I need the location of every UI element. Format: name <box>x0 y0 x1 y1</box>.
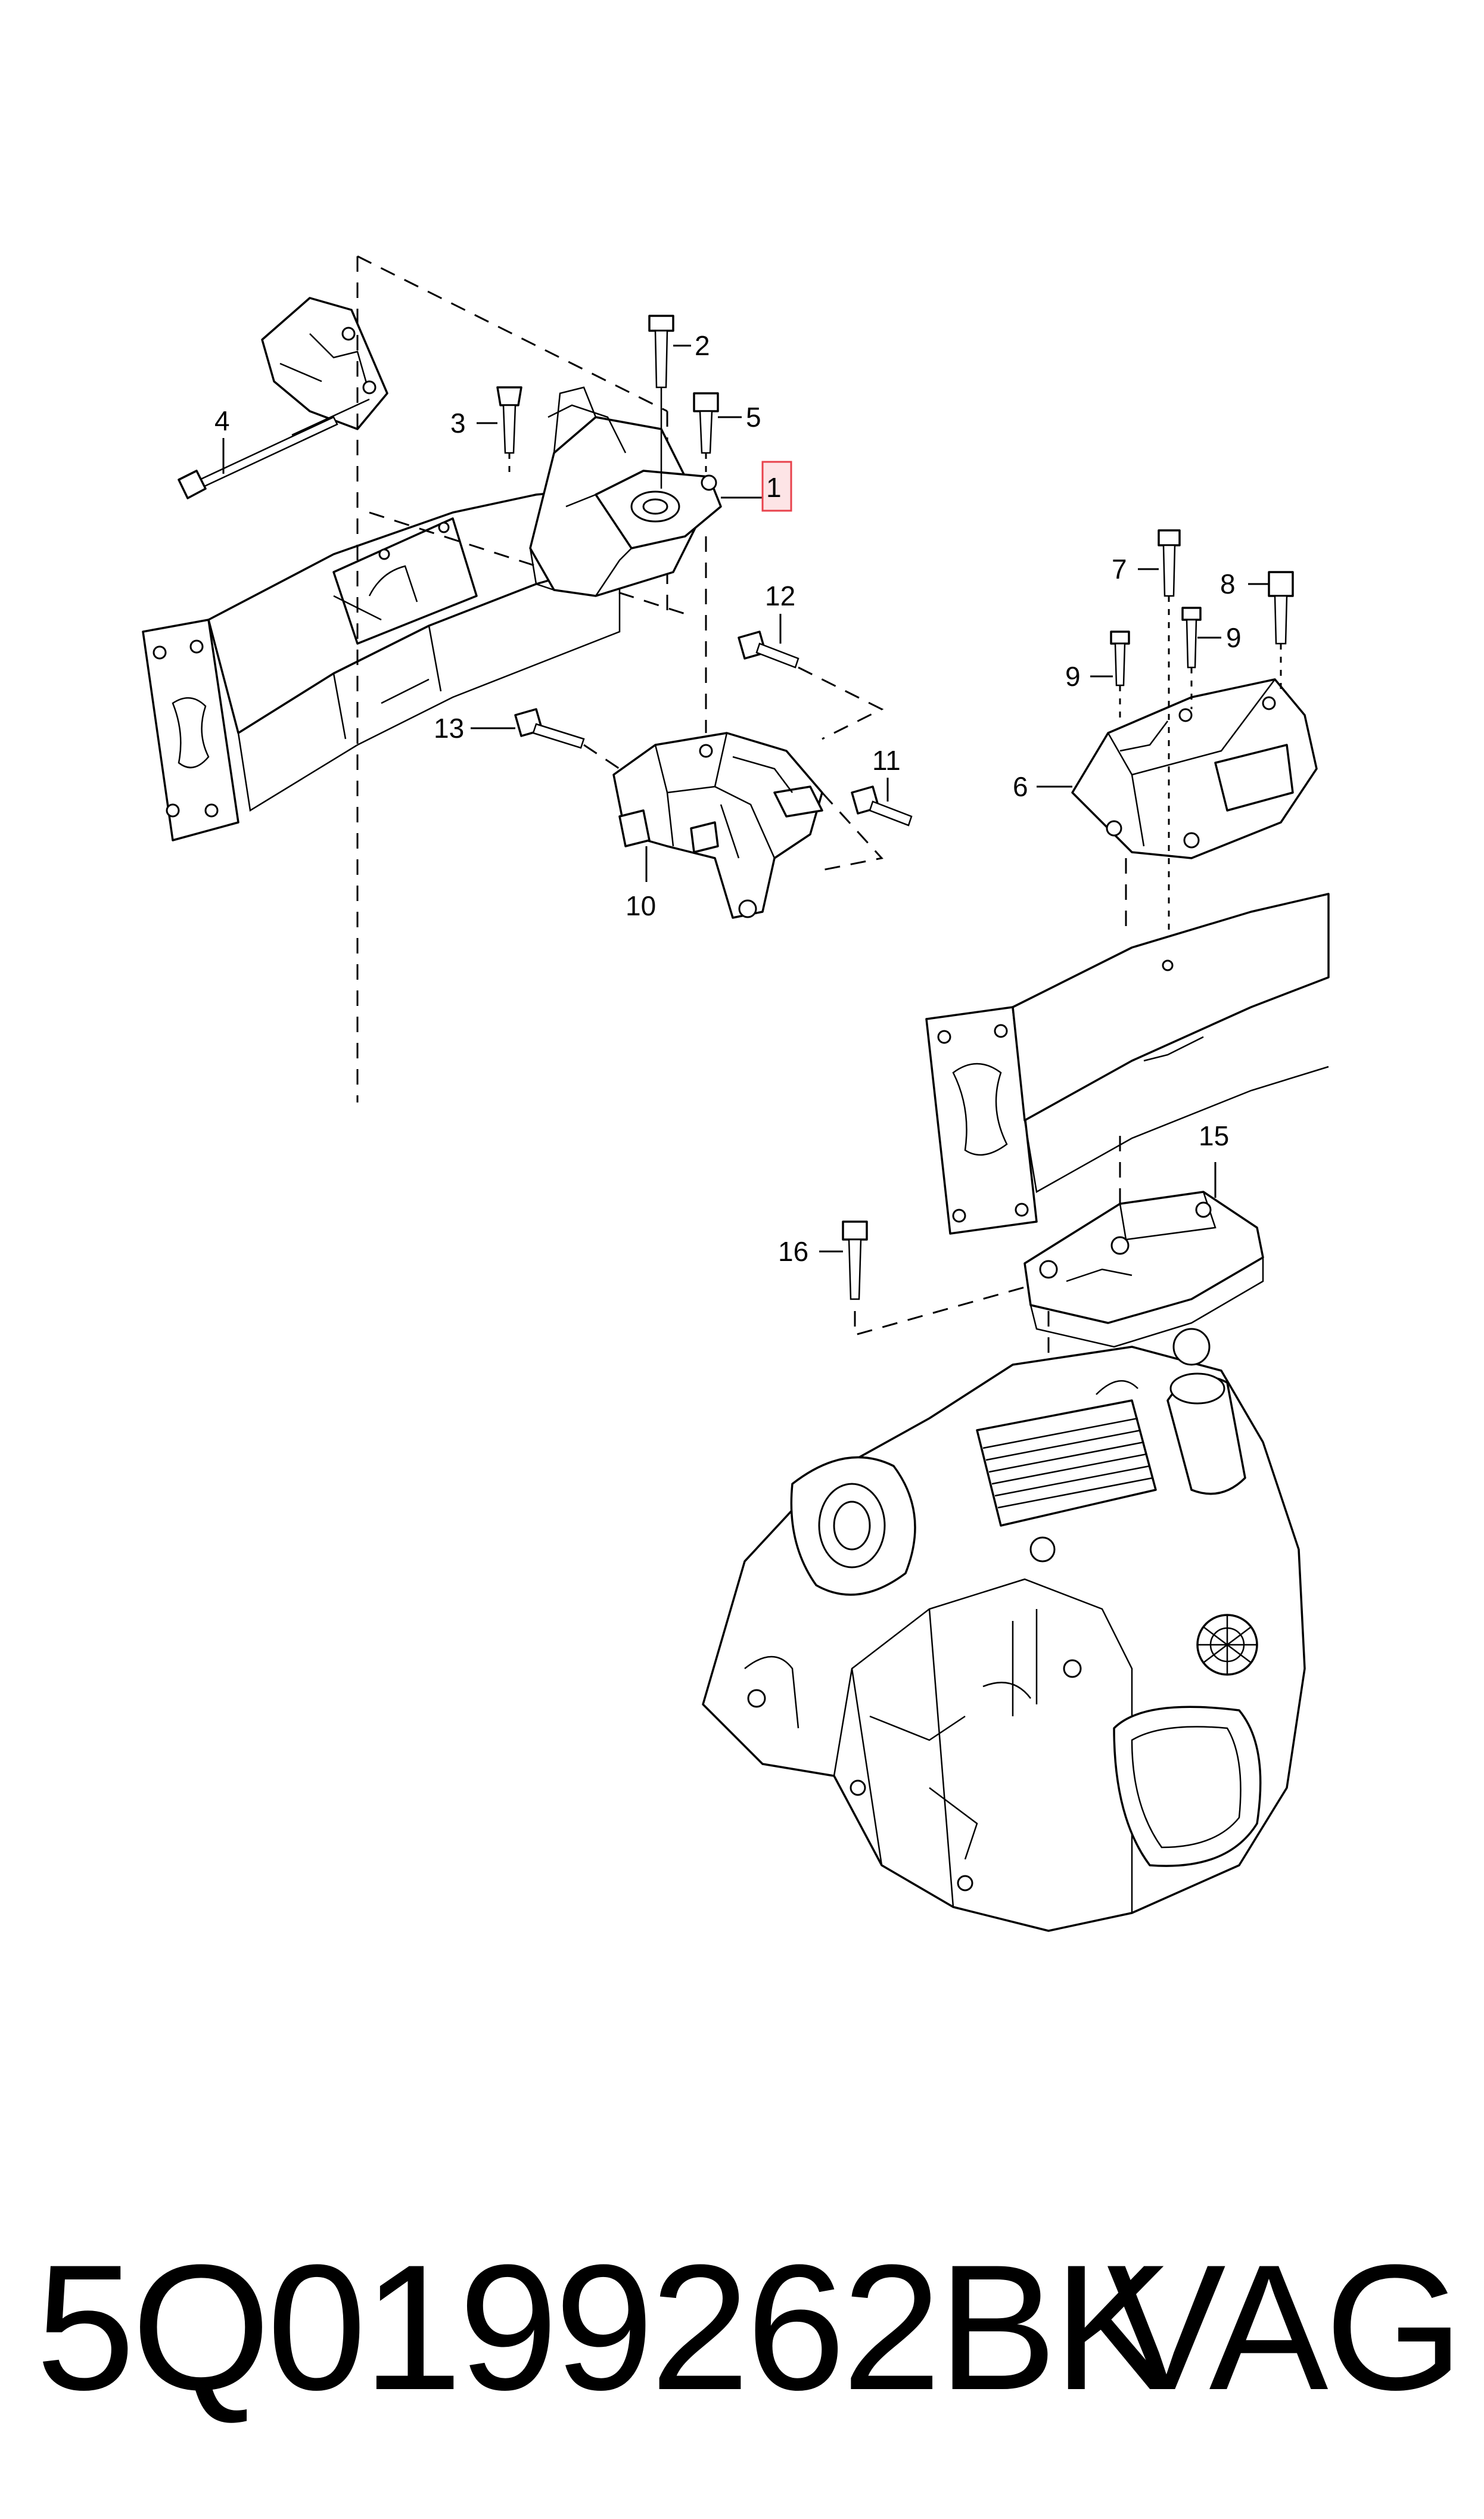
callout-1: 1 <box>766 472 782 503</box>
callout-5: 5 <box>746 402 761 433</box>
bolt-9-left <box>1110 630 1130 721</box>
callout-3: 3 <box>450 408 466 439</box>
callout-1-highlight <box>761 461 792 512</box>
callout-2: 2 <box>695 330 710 361</box>
callout-7: 7 <box>1112 554 1127 585</box>
parts-diagram: 1 2 3 4 5 6 7 8 9 9 10 11 12 <box>142 255 1330 1932</box>
bolt-9-right <box>1181 607 1202 709</box>
mount-bracket-6 <box>1071 678 1318 859</box>
transmission-mount-10 <box>612 732 823 919</box>
bolt-13 <box>514 708 620 770</box>
bolt-5 <box>693 392 719 477</box>
bolt-11 <box>851 785 913 827</box>
callout-11: 11 <box>872 745 901 776</box>
callout-6: 6 <box>1013 771 1028 802</box>
bolt-7 <box>1158 529 1181 959</box>
callout-9-left: 9 <box>1065 661 1081 692</box>
bolt-3 <box>496 386 522 477</box>
engine-mount-1 <box>529 386 722 597</box>
callout-8: 8 <box>1220 569 1236 600</box>
callout-4: 4 <box>214 405 230 436</box>
callouts: 1 2 3 4 5 6 7 8 9 9 10 11 12 <box>214 330 1269 1267</box>
callout-13: 13 <box>434 713 464 744</box>
callout-12: 12 <box>765 580 795 611</box>
mount-pad-15 <box>1023 1191 1264 1348</box>
transmission-housing <box>702 1328 1306 1932</box>
bolt-12 <box>738 630 799 669</box>
callout-15: 15 <box>1199 1120 1229 1151</box>
callout-10: 10 <box>626 890 656 921</box>
bolt-16 <box>842 1220 868 1300</box>
right-subframe-rail <box>925 893 1330 1235</box>
callout-9-right: 9 <box>1226 622 1242 653</box>
bolt-2 <box>648 315 674 489</box>
brand-name: VAG <box>1106 2227 1464 2427</box>
left-subframe-rail <box>142 297 621 841</box>
part-number: 5Q0199262BK <box>36 2227 1172 2427</box>
bolt-8 <box>1268 571 1294 691</box>
callout-16: 16 <box>778 1236 808 1267</box>
